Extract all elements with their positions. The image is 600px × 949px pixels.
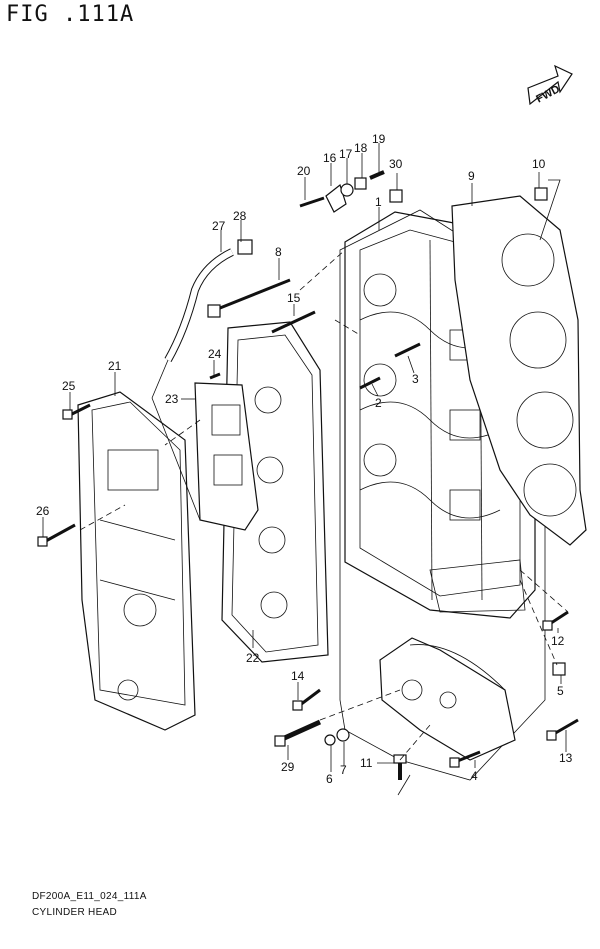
bolt-8 <box>207 278 291 318</box>
callout-10: 10 <box>532 157 546 171</box>
bolt-14 <box>292 688 321 711</box>
spark-plug-29 <box>274 719 322 747</box>
dowel-30 <box>389 189 403 203</box>
callout-1: 1 <box>375 195 382 209</box>
callout-21: 21 <box>108 359 122 373</box>
bolt-2 <box>359 376 381 390</box>
bolt-3 <box>394 342 421 358</box>
fwd-arrow-icon: FWD <box>527 64 573 106</box>
bolt-26 <box>37 523 76 547</box>
callout-25: 25 <box>62 379 76 393</box>
callout-29: 29 <box>281 760 295 774</box>
bolt-20 <box>299 196 325 208</box>
dowel-5 <box>552 662 566 676</box>
callout-20: 20 <box>297 164 311 178</box>
bolt-13 <box>546 718 579 741</box>
dowel-10 <box>534 187 548 201</box>
cover-plate <box>194 382 259 531</box>
callout-5: 5 <box>557 684 564 698</box>
head-cover <box>77 391 196 731</box>
callout-14: 14 <box>291 669 305 683</box>
washer-6 <box>324 734 336 746</box>
bolt-12 <box>542 610 569 631</box>
callout-15: 15 <box>287 291 301 305</box>
bolt-4 <box>449 750 481 768</box>
callout-17: 17 <box>339 147 353 161</box>
callout-8: 8 <box>275 245 282 259</box>
callout-19: 19 <box>372 132 386 146</box>
o-ring-17 <box>340 183 354 197</box>
callout-18: 18 <box>354 141 368 155</box>
bolt-25 <box>62 403 91 420</box>
hose-clamp <box>237 239 253 255</box>
callout-16: 16 <box>323 151 337 165</box>
bolt-15 <box>271 310 316 334</box>
lower-case <box>379 637 516 761</box>
callout-23: 23 <box>165 392 179 406</box>
callout-27: 27 <box>212 219 226 233</box>
cap-18 <box>354 177 367 190</box>
callout-26: 26 <box>36 504 50 518</box>
bolt-11 <box>393 754 407 780</box>
callout-24: 24 <box>208 347 222 361</box>
callout-7: 7 <box>340 763 347 777</box>
callout-28: 28 <box>233 209 247 223</box>
callout-6: 6 <box>326 772 333 786</box>
callout-11: 11 <box>360 756 373 770</box>
callout-12: 12 <box>551 634 565 648</box>
callout-9: 9 <box>468 169 475 183</box>
bolt-19 <box>369 170 385 180</box>
figure-code: DF200A_E11_024_111A <box>32 891 147 902</box>
callout-30: 30 <box>389 157 403 171</box>
callout-numbers: 1 2 3 4 5 6 7 8 9 10 11 12 13 14 15 16 1… <box>36 132 573 786</box>
leader-lines <box>42 143 569 796</box>
figure-name: CYLINDER HEAD <box>32 907 118 918</box>
figure-title: FIG .111A <box>6 2 135 27</box>
head-gasket <box>451 195 587 546</box>
callout-2: 2 <box>375 396 382 410</box>
callout-4: 4 <box>471 769 478 783</box>
callout-22: 22 <box>246 651 260 665</box>
cover-gasket <box>221 321 329 663</box>
bolt-24 <box>209 372 221 380</box>
callout-3: 3 <box>412 372 419 386</box>
callout-13: 13 <box>559 751 573 765</box>
o-ring-7 <box>336 728 350 742</box>
